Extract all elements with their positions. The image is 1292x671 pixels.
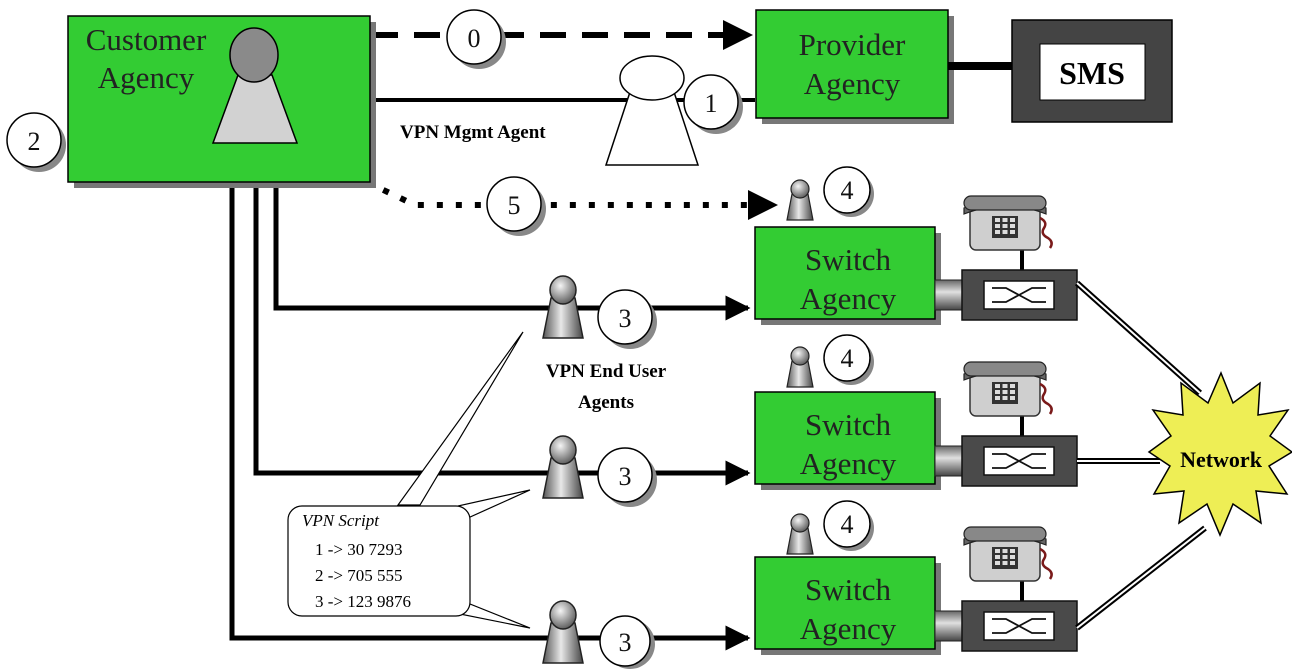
switch-agent-icon-1 <box>786 179 814 221</box>
switch-agency-1-box <box>754 226 936 320</box>
step-0-badge: 0 <box>446 9 506 69</box>
switch-agency-2-box <box>754 391 936 485</box>
switch-agency-3-label-2: Agency <box>800 611 897 646</box>
vpn-script-line-2: 2 -> 705 555 <box>315 566 403 585</box>
switch-device-icon-3 <box>961 600 1078 652</box>
switch-agency-3-label-1: Switch <box>805 572 892 607</box>
vpn-script-line-1: 1 -> 30 7293 <box>315 540 403 559</box>
svg-text:3: 3 <box>619 628 632 657</box>
switch-hardware-1 <box>934 194 1078 321</box>
switch-agency-2-label-1: Switch <box>805 407 892 442</box>
end-user-agent-icon-1 <box>542 275 584 339</box>
customer-agent-icon <box>211 27 299 144</box>
telephone-icon-2 <box>962 360 1053 418</box>
vpn-script-line-3: 3 -> 123 9876 <box>315 592 411 611</box>
svg-text:4: 4 <box>841 176 854 205</box>
switch-hardware-2 <box>934 360 1078 487</box>
customer-to-switch2-line <box>253 150 751 486</box>
end-user-agent-icon-2 <box>542 435 584 499</box>
network-links <box>1075 280 1207 631</box>
switch-agency-2-label-2: Agency <box>800 446 897 481</box>
step-3b-badge: 3 <box>597 447 657 507</box>
svg-text:3: 3 <box>619 462 632 491</box>
switch-agent-icon-2 <box>786 346 814 388</box>
svg-text:4: 4 <box>841 344 854 373</box>
step-3a-badge: 3 <box>597 289 657 349</box>
switch-hardware-3 <box>934 525 1078 652</box>
customer-agency-box <box>67 15 371 183</box>
network-starburst <box>1147 371 1292 537</box>
svg-text:4: 4 <box>841 510 854 539</box>
svg-text:0: 0 <box>468 24 481 53</box>
switch-agent-icon-3 <box>786 513 814 555</box>
vpn-mgmt-agent-icon <box>604 55 700 166</box>
switch-device-icon-1 <box>961 269 1078 321</box>
vpn-mgmt-agent-label: VPN Mgmt Agent <box>400 122 546 143</box>
svg-text:2: 2 <box>28 127 41 156</box>
vpn-script-callout <box>287 331 531 629</box>
switch-agency-1-label-2: Agency <box>800 281 897 316</box>
provider-agency-box <box>755 9 949 119</box>
network-label: Network <box>1180 447 1263 472</box>
sms-inner <box>1039 43 1146 101</box>
step-1-badge: 1 <box>683 74 743 134</box>
svg-text:3: 3 <box>619 304 632 333</box>
step-4b-badge: 4 <box>823 334 874 385</box>
customer-to-switch1-line <box>273 150 751 321</box>
sms-label: SMS <box>1059 55 1125 91</box>
switch-device-icon-2 <box>961 435 1078 487</box>
flow-5-dotted-line <box>296 145 778 220</box>
step-4a-badge: 4 <box>823 166 874 217</box>
provider-agency-label-1: Provider <box>799 27 906 62</box>
customer-agency-label-1: Customer <box>86 22 207 57</box>
step-3c-badge: 3 <box>599 615 655 669</box>
svg-text:5: 5 <box>508 191 521 220</box>
switch-agency-1-label-1: Switch <box>805 242 892 277</box>
step-2-badge: 2 <box>6 112 66 172</box>
end-user-agents-label-1: VPN End User <box>546 361 667 382</box>
switch-agency-3-box <box>754 556 936 650</box>
provider-agency-label-2: Agency <box>804 66 901 101</box>
step-5-badge: 5 <box>486 176 546 236</box>
customer-agency-label-2: Agency <box>98 60 195 95</box>
telephone-icon-1 <box>962 194 1053 252</box>
end-user-agent-icon-3 <box>542 600 584 664</box>
telephone-icon-3 <box>962 525 1053 583</box>
svg-text:1: 1 <box>705 89 718 118</box>
vpn-script-title: VPN Script <box>302 511 380 530</box>
step-4c-badge: 4 <box>823 500 874 551</box>
end-user-agents-label-2: Agents <box>578 392 634 413</box>
